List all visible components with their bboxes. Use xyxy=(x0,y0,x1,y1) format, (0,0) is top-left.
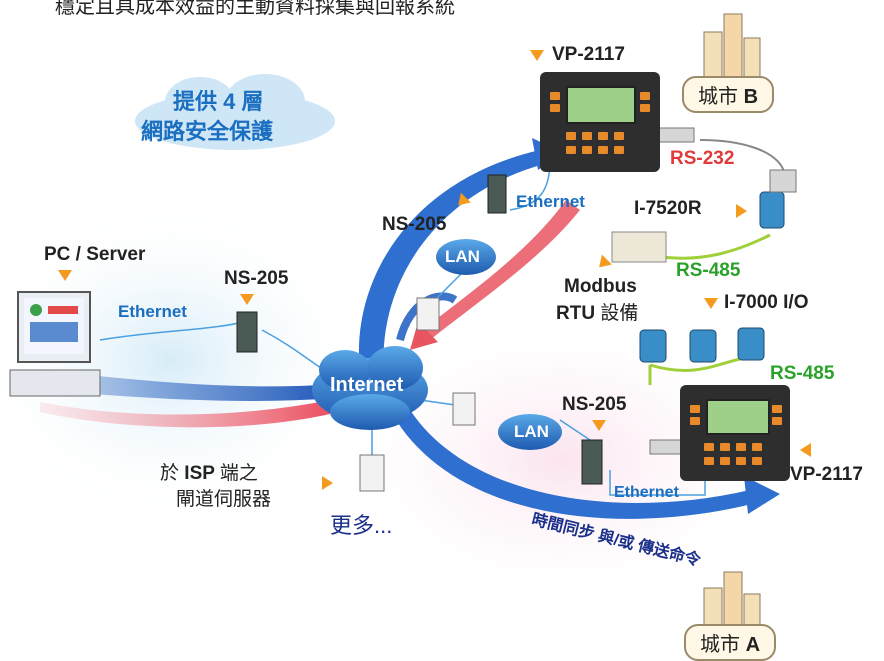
isp-line1-c: 端之 xyxy=(219,463,258,484)
rs485-upper-label: RS-485 xyxy=(676,260,741,281)
more-label: 更多... xyxy=(330,513,393,538)
rs485-lower-label: RS-485 xyxy=(770,363,835,384)
vp2117-b-label: VP-2117 xyxy=(552,44,625,65)
i7000-label: I-7000 I/O xyxy=(724,292,809,313)
city-a-letter: A xyxy=(745,634,761,656)
building-icon xyxy=(703,571,761,630)
modbus-line2-a: RTU xyxy=(556,303,596,324)
vp2117-a-label: VP-2117 xyxy=(790,464,863,485)
marker-icon xyxy=(704,298,718,309)
lan-upper-label: LAN xyxy=(445,247,480,266)
marker-icon xyxy=(530,50,544,61)
modbus-line2-b: 設備 xyxy=(600,303,639,324)
ns205-label: NS-205 xyxy=(224,268,289,289)
marker-icon xyxy=(58,270,72,281)
ethernet-label: Ethernet xyxy=(118,302,187,321)
marker-icon xyxy=(800,443,811,457)
security-line2: 網路安全保護 xyxy=(141,119,274,144)
isp-line1-b: ISP xyxy=(184,463,215,484)
city-b-letter: B xyxy=(743,86,759,108)
security-line1: 提供 4 層 xyxy=(173,89,264,114)
rs232-label: RS-232 xyxy=(670,148,735,169)
city-a-prefix: 城市 xyxy=(700,634,740,656)
header-caption: 穩定且具成本效益的主動資料採集與回報系統 xyxy=(55,0,455,18)
marker-icon xyxy=(240,294,254,305)
isp-line2: 閘道伺服器 xyxy=(176,489,272,510)
city-b-tag: 城市 B xyxy=(682,76,775,113)
marker-icon xyxy=(592,420,606,431)
isp-line1: 於 ISP 端之 xyxy=(160,458,258,485)
internet-cloud xyxy=(312,346,428,430)
pc-server-label: PC / Server xyxy=(44,244,146,265)
marker-icon xyxy=(736,204,747,218)
marker-icon xyxy=(322,476,333,490)
modbus-line1: Modbus xyxy=(564,276,637,297)
i7520r-label: I-7520R xyxy=(634,198,702,219)
ns205-upper-label: NS-205 xyxy=(382,214,447,235)
city-a-tag: 城市 A xyxy=(684,624,777,661)
ethernet-lower-label: Ethernet xyxy=(614,484,679,501)
lan-lower-label: LAN xyxy=(514,422,549,441)
vp2117-device-b xyxy=(540,72,660,172)
internet-label: Internet xyxy=(330,374,404,396)
building-icon xyxy=(703,13,761,80)
vp2117-device-a xyxy=(680,385,790,481)
city-b-prefix: 城市 xyxy=(698,86,738,108)
modbus-line2: RTU 設備 xyxy=(556,298,638,325)
ethernet-upper-label: Ethernet xyxy=(516,192,585,211)
security-cloud: 提供 4 層 網路安全保護 xyxy=(135,72,335,162)
ns205-lower-label: NS-205 xyxy=(562,394,627,415)
isp-line1-a: 於 xyxy=(160,463,180,484)
